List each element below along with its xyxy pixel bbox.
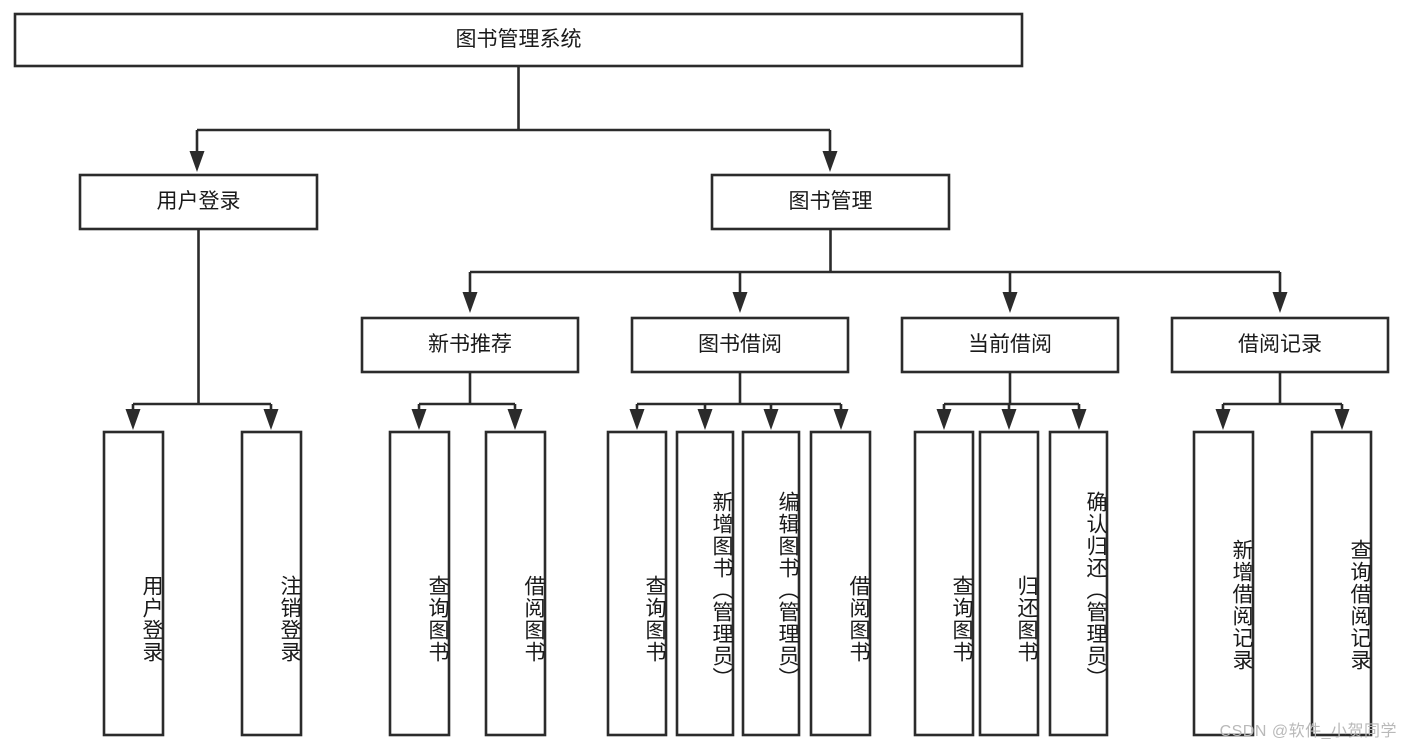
leaf-box-nbr-borrow-book[interactable] [484, 430, 547, 737]
leaf-box-logout[interactable] [240, 430, 303, 737]
node-box-borrow-record[interactable] [1170, 316, 1390, 374]
arrow-br-leaf-1 [1215, 409, 1231, 430]
arrow-cb-leaf-3 [1071, 409, 1087, 430]
arrow-to-leaf-user-login [125, 409, 141, 430]
arrow-cb-leaf-2 [1001, 409, 1017, 430]
arrow-to-current-borrow [1002, 292, 1018, 313]
arrow-bb-leaf-2 [697, 409, 713, 430]
arrow-nbr-leaf-2 [507, 409, 523, 430]
leaf-box-bb-query-book[interactable] [606, 430, 668, 737]
leaf-box-bb-edit-book[interactable] [741, 430, 801, 737]
leaf-box-br-query-record[interactable] [1310, 430, 1373, 737]
leaf-box-cb-query-book[interactable] [913, 430, 975, 737]
node-box-user-login[interactable] [78, 173, 319, 231]
node-box-book-borrow[interactable] [630, 316, 850, 374]
arrow-to-book-borrow [732, 292, 748, 313]
arrow-to-leaf-logout [263, 409, 279, 430]
arrow-bb-leaf-1 [629, 409, 645, 430]
arrow-root-to-user-login [189, 151, 205, 172]
leaf-box-br-add-record[interactable] [1192, 430, 1255, 737]
leaf-box-bb-add-book[interactable] [675, 430, 735, 737]
leaf-box-user-login[interactable] [102, 430, 165, 737]
arrow-to-new-book-recommend [462, 292, 478, 313]
leaf-box-cb-return-book[interactable] [978, 430, 1040, 737]
leaf-box-nbr-query-book[interactable] [388, 430, 451, 737]
node-box-book-management[interactable] [710, 173, 951, 231]
arrow-root-to-book-mgmt [822, 151, 838, 172]
arrow-br-leaf-2 [1334, 409, 1350, 430]
leaf-box-bb-borrow-book[interactable] [809, 430, 872, 737]
node-box-current-borrow[interactable] [900, 316, 1120, 374]
leaf-box-cb-confirm-return[interactable] [1048, 430, 1109, 737]
arrow-bb-leaf-3 [763, 409, 779, 430]
arrow-bb-leaf-4 [833, 409, 849, 430]
node-box-new-book-recommend[interactable] [360, 316, 580, 374]
watermark-text: CSDN @软件_小贺同学 [1219, 723, 1397, 740]
node-box-root[interactable] [13, 12, 1024, 68]
arrow-nbr-leaf-1 [411, 409, 427, 430]
arrow-to-borrow-record [1272, 292, 1288, 313]
arrow-cb-leaf-1 [936, 409, 952, 430]
